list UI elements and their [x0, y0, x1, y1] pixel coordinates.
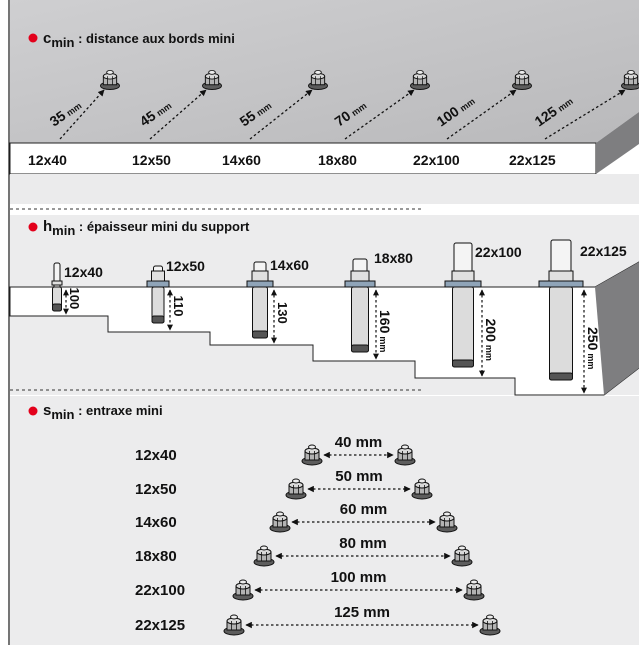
anchor-nut-icon — [285, 478, 307, 500]
hmin-section: hmin : épaisseur mini du support 100 12x4… — [9, 215, 639, 396]
hmin-thickness-label: 200mm — [483, 319, 499, 361]
smin-item: 12x40 40 mm — [135, 434, 416, 466]
anchor-nut-icon — [410, 70, 430, 90]
smin-size-label: 12x40 — [135, 447, 177, 464]
smin-spacing-label: 50 mm — [335, 468, 383, 485]
anchor-nut-icon — [394, 444, 416, 466]
cmin-size-label: 22x125 — [509, 152, 556, 168]
smin-size-label: 22x125 — [135, 617, 185, 634]
smin-spacing-label: 100 mm — [331, 569, 387, 586]
smin-size-label: 18x80 — [135, 548, 177, 565]
smin-item: 22x100 100 mm — [135, 569, 485, 601]
anchor-nut-icon — [100, 70, 120, 90]
cmin-title: cmin : distance aux bords mini — [43, 30, 235, 50]
smin-item: 12x50 50 mm — [135, 468, 433, 500]
cmin-slab-top — [10, 0, 639, 143]
smin-spacing-label: 125 mm — [334, 604, 390, 621]
cmin-size-label: 12x50 — [132, 152, 171, 168]
anchor-nut-icon — [223, 614, 245, 636]
hmin-item: 110 12x50 — [146, 258, 205, 331]
hmin-size-label: 22x100 — [475, 244, 522, 260]
anchor-nut-icon — [253, 545, 275, 567]
hmin-thickness-label: 110 — [171, 296, 186, 317]
smin-item: 18x80 80 mm — [135, 535, 473, 567]
anchor-nut-icon — [436, 511, 458, 533]
anchor-nut-icon — [463, 579, 485, 601]
smin-size-label: 12x50 — [135, 481, 177, 498]
hmin-thickness-label: 250mm — [585, 327, 601, 369]
hmin-item: 200mm 22x100 — [444, 242, 522, 377]
red-dot-icon — [28, 406, 38, 416]
hmin-size-label: 22x125 — [580, 243, 627, 259]
hmin-item: 250mm 22x125 — [538, 239, 627, 394]
anchor-nut-icon — [232, 579, 254, 601]
anchor-nut-icon — [451, 545, 473, 567]
hmin-size-label: 12x50 — [166, 258, 205, 274]
hmin-size-label: 12x40 — [64, 264, 103, 280]
cmin-size-label: 12x40 — [28, 152, 67, 168]
hmin-title: hmin : épaisseur mini du support — [43, 218, 250, 238]
hmin-size-label: 18x80 — [374, 250, 413, 266]
anchor-nut-icon — [308, 70, 328, 90]
smin-spacing-label: 80 mm — [339, 535, 387, 552]
hmin-thickness-label: 160mm — [377, 310, 393, 352]
smin-spacing-label: 60 mm — [340, 501, 388, 518]
cmin-size-label: 18x80 — [318, 152, 357, 168]
hmin-thickness-label: 130 — [275, 302, 290, 324]
cmin-size-label: 14x60 — [222, 152, 261, 168]
smin-item: 14x60 60 mm — [135, 501, 458, 533]
anchor-nut-icon — [411, 478, 433, 500]
smin-item: 22x125 125 mm — [135, 604, 501, 636]
cmin-bottom-band — [10, 174, 639, 204]
anchor-nut-icon — [301, 444, 323, 466]
smin-section: smin : entraxe mini 12x40 40 mm 12x50 50 mm… — [10, 396, 639, 645]
smin-background — [10, 396, 639, 645]
hmin-item: 160mm 18x80 — [344, 250, 413, 360]
red-dot-icon — [28, 222, 38, 232]
hmin-item: 100 12x40 — [51, 262, 103, 315]
anchor-nut-icon — [269, 511, 291, 533]
hmin-size-label: 14x60 — [270, 257, 309, 273]
anchor-nut-icon — [621, 70, 639, 90]
anchor-nut-icon — [479, 614, 501, 636]
red-dot-icon — [28, 33, 38, 43]
hmin-support-side — [595, 262, 639, 395]
hmin-item: 130 14x60 — [246, 257, 309, 344]
anchor-nut-icon — [202, 70, 222, 90]
smin-title: smin : entraxe mini — [43, 402, 163, 422]
smin-size-label: 14x60 — [135, 514, 177, 531]
smin-size-label: 22x100 — [135, 582, 185, 599]
cmin-section: cmin : distance aux bords mini 35mm12x40… — [9, 0, 639, 204]
anchor-nut-icon — [512, 70, 532, 90]
cmin-slab-side — [596, 112, 639, 174]
smin-spacing-label: 40 mm — [335, 434, 383, 451]
cmin-size-label: 22x100 — [413, 152, 460, 168]
hmin-thickness-label: 100 — [67, 288, 82, 310]
